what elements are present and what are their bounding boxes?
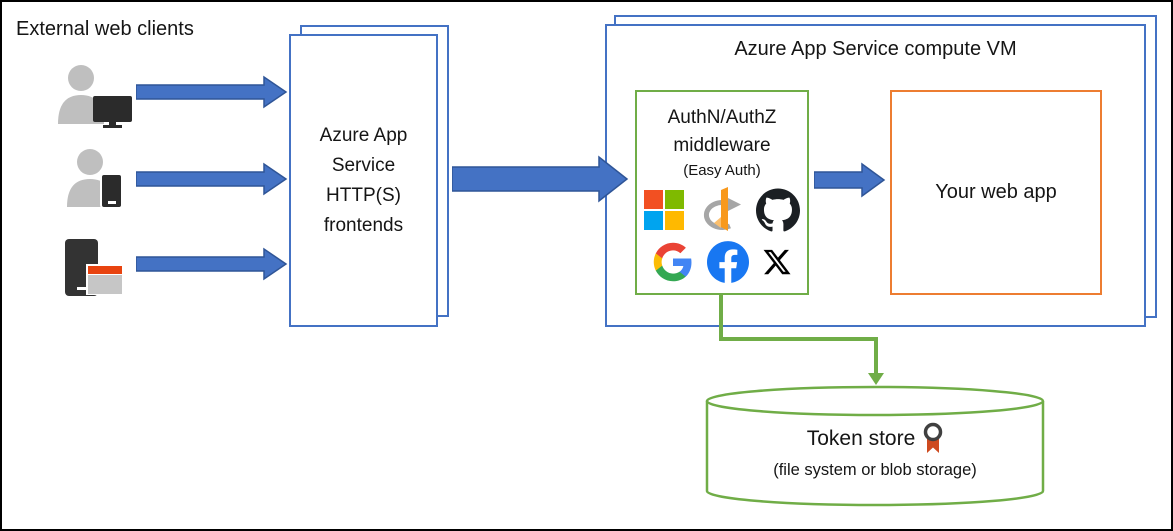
google-icon <box>652 241 694 283</box>
frontends-label-line: Service <box>331 154 396 176</box>
web-app-box: Your web app <box>890 90 1102 295</box>
frontends-label-line: Azure App <box>319 124 408 146</box>
middleware-subtitle: (Easy Auth) <box>683 162 761 179</box>
certificate-ribbon-icon <box>924 422 943 453</box>
arrow-client-1 <box>136 75 288 109</box>
middleware-title-line: middleware <box>673 135 771 156</box>
token-store-subtitle: (file system or blob storage) <box>773 461 977 479</box>
device-browser-icon <box>65 239 124 296</box>
provider-icons-row-1 <box>637 186 807 234</box>
external-clients-label: External web clients <box>16 18 194 40</box>
compute-vm-title: Azure App Service compute VM <box>734 38 1017 60</box>
middleware-title-line: AuthN/AuthZ <box>667 107 777 128</box>
arrow-frontends-to-vm <box>452 155 629 203</box>
arrow-middleware-to-webapp <box>814 162 886 198</box>
middleware-box: AuthN/AuthZ middleware (Easy Auth) <box>635 90 809 295</box>
frontends-label-line: frontends <box>323 214 404 236</box>
microsoft-icon <box>644 190 684 230</box>
arrow-client-2 <box>136 162 288 196</box>
connector-middleware-to-token-store <box>719 295 884 385</box>
token-store-title: Token store <box>806 427 916 450</box>
openid-connect-icon <box>697 187 743 233</box>
web-app-label: Your web app <box>935 181 1057 203</box>
provider-icons-row-2 <box>637 238 807 286</box>
token-store-cylinder <box>705 385 1045 507</box>
person-mobile-icon <box>67 149 123 209</box>
facebook-icon <box>707 241 749 283</box>
arrow-client-3 <box>136 247 288 281</box>
frontends-label-line: HTTP(S) <box>326 184 401 206</box>
person-desktop-icon <box>58 65 132 128</box>
github-icon <box>756 188 800 232</box>
x-icon <box>762 247 792 277</box>
frontends-box: Azure App Service HTTP(S) frontends <box>289 34 438 327</box>
token-store-labels: Token store (file system or blob storage… <box>705 422 1045 480</box>
